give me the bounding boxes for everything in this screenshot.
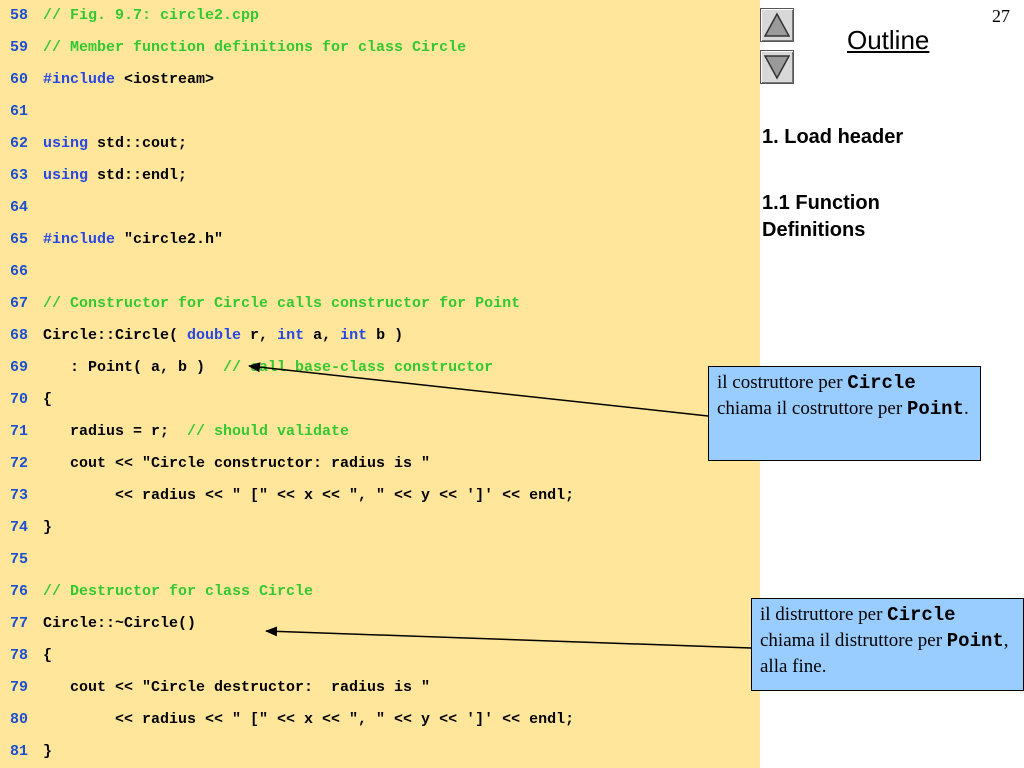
line-number: 79 [10, 679, 29, 696]
code-comment: // Member function definitions for class… [43, 39, 467, 56]
code-token: { [43, 647, 53, 664]
line-number: 59 [10, 39, 29, 56]
outline-link[interactable]: Outline [847, 25, 930, 55]
code-token: } [43, 743, 53, 760]
code-text: { [43, 384, 52, 416]
code-text: } [43, 512, 52, 544]
constructor-callout: il costruttore per Circle chiama il cost… [708, 366, 981, 461]
line-number: 81 [10, 743, 29, 760]
code-token: Circle::Circle( [43, 327, 188, 344]
previous-slide-button[interactable] [760, 8, 794, 42]
code-text: : Point( a, b ) // call base-class const… [43, 352, 493, 384]
line-number: 63 [10, 167, 29, 184]
code-comment: // should validate [187, 423, 350, 440]
page-number: 27 [992, 6, 1010, 26]
code-token: << radius << " [" << x << ", " << y << '… [43, 487, 575, 504]
line-number: 64 [10, 199, 29, 216]
line-number: 68 [10, 327, 29, 344]
line-number: 76 [10, 583, 29, 600]
code-comment: // call base-class constructor [223, 359, 494, 376]
callout-text: chiama il costruttore per [717, 398, 907, 419]
line-number: 74 [10, 519, 29, 536]
code-token: { [43, 391, 53, 408]
code-text: << radius << " [" << x << ", " << y << '… [43, 704, 574, 736]
code-keyword: #include [43, 231, 116, 248]
line-number: 58 [10, 7, 29, 24]
destructor-callout: il distruttore per Circle chiama il dist… [751, 598, 1024, 691]
callout-class-name: Point [906, 398, 964, 420]
code-keyword: int [277, 327, 305, 344]
code-text: << radius << " [" << x << ", " << y << '… [43, 480, 574, 512]
code-comment: // Destructor for class Circle [43, 583, 314, 600]
code-token: a, [304, 327, 341, 344]
code-keyword: #include [43, 71, 116, 88]
code-keyword: int [340, 327, 368, 344]
code-token: b ) [367, 327, 404, 344]
code-text: cout << "Circle constructor: radius is " [43, 448, 430, 480]
code-token: << radius << " [" << x << ", " << y << '… [43, 711, 575, 728]
code-text: #include "circle2.h" [43, 224, 223, 256]
line-number: 75 [10, 551, 29, 568]
code-token: cout << "Circle constructor: radius is " [43, 455, 431, 472]
code-token: } [43, 519, 53, 536]
code-token: r, [241, 327, 278, 344]
code-keyword: double [187, 327, 242, 344]
code-text: Circle::~Circle() [43, 608, 196, 640]
code-text: // Destructor for class Circle [43, 576, 313, 608]
code-text: { [43, 640, 52, 672]
code-text: cout << "Circle destructor: radius is " [43, 672, 430, 704]
code-comment: // Fig. 9.7: circle2.cpp [43, 7, 260, 24]
code-text: using std::endl; [43, 160, 187, 192]
line-number: 73 [10, 487, 29, 504]
code-token: Circle::~Circle() [43, 615, 197, 632]
callout-text: il costruttore per [717, 372, 848, 393]
code-token: "circle2.h" [115, 231, 224, 248]
code-text: radius = r; // should validate [43, 416, 349, 448]
line-number: 72 [10, 455, 29, 472]
code-token: radius = r; [43, 423, 188, 440]
next-slide-button[interactable] [760, 50, 794, 84]
callout-class-name: Circle [847, 372, 916, 394]
code-keyword: using [43, 135, 89, 152]
callout-text: , alla fine. [760, 630, 1009, 677]
line-number: 78 [10, 647, 29, 664]
code-text: Circle::Circle( double r, int a, int b ) [43, 320, 403, 352]
code-token: <iostream> [115, 71, 215, 88]
line-number: 80 [10, 711, 29, 728]
outline-item-function-definitions: 1.1 Function Definitions [762, 192, 880, 241]
code-text: // Fig. 9.7: circle2.cpp [43, 0, 259, 32]
code-listing: 58 // Fig. 9.7: circle2.cpp 59 // Member fu… [0, 0, 760, 768]
callout-class-name: Point [946, 630, 1004, 652]
line-number: 62 [10, 135, 29, 152]
line-number: 77 [10, 615, 29, 632]
code-text: // Member function definitions for class… [43, 32, 466, 64]
line-number: 60 [10, 71, 29, 88]
code-token: std::cout; [88, 135, 188, 152]
outline-item-load-header: 1. Load header [762, 126, 904, 148]
triangle-up-icon [764, 12, 790, 37]
line-number: 70 [10, 391, 29, 408]
line-number: 65 [10, 231, 29, 248]
triangle-down-icon [764, 55, 790, 80]
code-keyword: using [43, 167, 89, 184]
code-token: cout << "Circle destructor: radius is " [43, 679, 431, 696]
code-text: // Constructor for Circle calls construc… [43, 288, 520, 320]
callout-class-name: Circle [887, 604, 956, 626]
callout-text: chiama il distruttore per [760, 630, 947, 651]
callout-text: . [963, 398, 969, 419]
line-number: 66 [10, 263, 29, 280]
line-number: 61 [10, 103, 29, 120]
line-number: 67 [10, 295, 29, 312]
code-comment: // Constructor for Circle calls construc… [43, 295, 521, 312]
code-token: std::endl; [88, 167, 188, 184]
code-text: } [43, 736, 52, 768]
line-number: 69 [10, 359, 29, 376]
code-token: : Point( a, b ) [43, 359, 224, 376]
code-text: using std::cout; [43, 128, 187, 160]
code-text: #include <iostream> [43, 64, 214, 96]
line-number: 71 [10, 423, 29, 440]
callout-text: il distruttore per [760, 604, 888, 625]
